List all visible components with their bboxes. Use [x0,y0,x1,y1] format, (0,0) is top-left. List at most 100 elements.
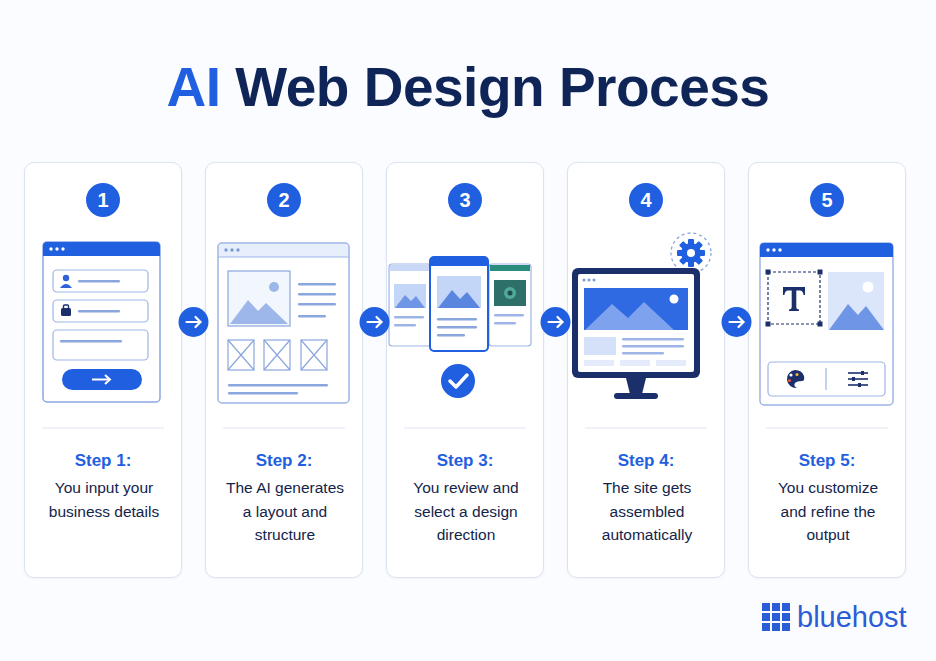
logo-grid-part [782,613,790,621]
logo-grid-part [762,613,770,621]
step-heading: Step 4: [568,450,724,472]
monitor-icon-part [699,250,705,256]
step-number-badge: 4 [629,183,663,217]
monitor-icon-part [695,257,703,265]
step-number: 2 [267,183,301,217]
editor-icon-part [818,322,823,327]
monitor-icon-part [622,338,684,341]
editor-icon-part [825,368,826,390]
editor-icon-part [772,248,775,251]
editor-icon-part [848,384,868,386]
step-card: Step 2: The AI generates a layout and str… [205,162,363,578]
step-card: Step 5:You customize and refine the outp… [748,162,906,578]
monitor-icon-part [584,360,614,366]
flow-arrow-shaft [368,321,382,323]
wireframe-icon-part [298,315,326,318]
step-description: You review and select a design direction [402,476,530,547]
design-options-icon-part [394,284,426,308]
flow-arrow-circle [179,307,209,337]
wireframe-icon-part [301,340,327,370]
form-window-icon-part [55,247,58,250]
design-options-icon-part [441,364,475,398]
form-window-icon-part [49,247,52,250]
logo-grid-part [772,613,780,621]
monitor-icon-part [670,295,679,304]
form-window-icon-part [92,379,110,381]
card-dividers-part [766,427,888,428]
card-dividers-part [404,427,526,428]
wireframe-icon-part [218,243,349,403]
flow-arrow [541,307,571,337]
design-options-icon-part [508,291,513,296]
monitor-icon-part [626,378,646,394]
step-number: 4 [629,183,663,217]
monitor-icon-part [671,233,711,273]
design-options-icon-part [389,264,431,346]
design-options-icon-part [431,258,487,266]
title-area: AI Web Design Process [0,54,936,120]
design-options-icon-part [450,375,467,387]
editor-icon-part [766,322,771,327]
step-number-badge: 3 [448,183,482,217]
step-heading: Step 2: [206,450,362,472]
form-window-icon-part [62,369,142,390]
design-options-icon-part [494,280,526,306]
monitor-icon-part [679,241,687,249]
step-number-badge: 5 [810,183,844,217]
form-window-icon-part [61,308,71,316]
step-number: 3 [448,183,482,217]
flow-arrow-head [558,317,563,327]
card-dividers-part [585,427,707,428]
editor-icon-part [863,282,874,293]
editor-icon-part [852,377,855,381]
monitor-icon-part [687,249,695,257]
design-options-icon-part [437,318,477,321]
monitor-icon-part [688,239,694,245]
monitor-icon-part [588,279,591,282]
monitor-icon-part [620,360,650,366]
flow-arrow [360,307,390,337]
brand-logo-text: bluehost [797,600,907,634]
card-dividers-part [42,427,164,428]
design-options-icon-part [395,295,425,308]
design-options-icon [389,257,531,398]
monitor-icon-part [622,352,664,355]
step-heading: Step 3: [387,450,543,472]
card-dividers-part [223,427,345,428]
design-options-icon-part [437,276,481,308]
step-description: The AI generates a layout and structure [221,476,349,547]
form-window-icon-part [53,330,148,360]
step-number-badge: 2 [267,183,301,217]
flow-arrow [722,307,752,337]
design-options-icon-part [437,334,465,337]
step-description: The site gets assembled automatically [583,476,711,547]
wireframe-icon-part [298,283,336,286]
step-card: Step 3: You review and select a design di… [386,162,544,578]
monitor-icon-part [695,241,703,249]
form-window-icon-part [64,305,69,309]
logo-grid-part [782,623,790,631]
editor-icon-part [818,270,823,275]
step-number: 1 [86,183,120,217]
form-window-icon-part [78,310,120,313]
design-options-icon-part [394,324,416,326]
flow-arrow-circle [360,307,390,337]
monitor-icon-part [677,239,705,267]
monitor-icon-part [679,257,687,265]
flow-line [544,321,567,323]
logo-grid [762,603,790,631]
form-window-icon-part [53,270,148,292]
design-options-icon-part [489,264,531,346]
editor-icon-part [760,243,893,257]
flow-arrow-circle [722,307,752,337]
wireframe-icon-part [236,248,239,251]
logo-grid-part [782,603,790,611]
flow-line [725,321,748,323]
editor-icon-part [768,272,820,324]
monitor-icon-part [578,274,694,372]
design-options-icon-part [437,326,477,329]
card-dividers [42,427,888,428]
flow-arrow-shaft [187,321,201,323]
wireframe-icon-part [228,384,328,387]
wireframe-icon-part [224,248,227,251]
